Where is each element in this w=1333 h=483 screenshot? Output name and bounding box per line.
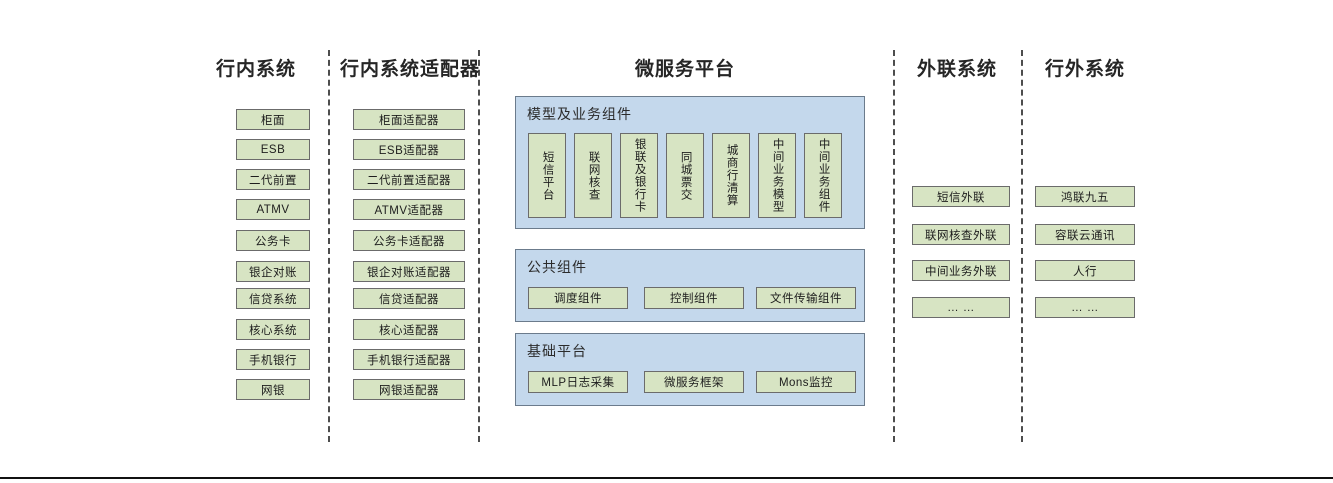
column-title-out-of-bank-systems: 行外系统: [1044, 59, 1125, 80]
node-model-component-7[interactable]: 中间业务组件: [804, 133, 842, 218]
column-separator-1: [328, 50, 330, 442]
node-in-bank-system-4[interactable]: ATMV: [236, 199, 310, 220]
panel-title-base-platform: 基础平台: [527, 343, 587, 359]
node-in-bank-adapter-5[interactable]: 公务卡适配器: [353, 230, 465, 251]
node-in-bank-system-2[interactable]: ESB: [236, 139, 310, 160]
node-model-component-4[interactable]: 同城票交: [666, 133, 704, 218]
node-in-bank-system-8[interactable]: 核心系统: [236, 319, 310, 340]
node-in-bank-system-10[interactable]: 网银: [236, 379, 310, 400]
node-model-component-3-label: 银联及银行卡: [633, 138, 646, 213]
node-out-of-bank-2[interactable]: 容联云通讯: [1035, 224, 1135, 245]
panel-base-platform: [515, 333, 865, 406]
node-in-bank-adapter-4[interactable]: ATMV适配器: [353, 199, 465, 220]
column-title-in-bank-adapters: 行内系统适配器: [340, 59, 481, 80]
node-in-bank-adapter-8[interactable]: 核心适配器: [353, 319, 465, 340]
node-in-bank-adapter-10[interactable]: 网银适配器: [353, 379, 465, 400]
node-external-link-4[interactable]: … …: [912, 297, 1010, 318]
node-model-component-6[interactable]: 中间业务模型: [758, 133, 796, 218]
bottom-divider: [0, 477, 1333, 479]
node-in-bank-system-1[interactable]: 柜面: [236, 109, 310, 130]
node-public-component-1[interactable]: 调度组件: [528, 287, 628, 309]
node-out-of-bank-1[interactable]: 鸿联九五: [1035, 186, 1135, 207]
node-model-component-3[interactable]: 银联及银行卡: [620, 133, 658, 218]
node-in-bank-adapter-7[interactable]: 信贷适配器: [353, 288, 465, 309]
node-model-component-7-label: 中间业务组件: [817, 138, 830, 213]
node-in-bank-adapter-9[interactable]: 手机银行适配器: [353, 349, 465, 370]
node-model-component-6-label: 中间业务模型: [771, 138, 784, 213]
node-in-bank-adapter-1[interactable]: 柜面适配器: [353, 109, 465, 130]
node-in-bank-system-3[interactable]: 二代前置: [236, 169, 310, 190]
node-out-of-bank-3[interactable]: 人行: [1035, 260, 1135, 281]
column-title-in-bank-systems: 行内系统: [215, 59, 296, 80]
panel-title-public-components: 公共组件: [527, 259, 587, 275]
node-model-component-2-label: 联网核查: [587, 150, 600, 201]
node-in-bank-adapter-3[interactable]: 二代前置适配器: [353, 169, 465, 190]
node-public-component-3[interactable]: 文件传输组件: [756, 287, 856, 309]
panel-public-components: [515, 249, 865, 322]
column-title-microservice-platform: 微服务平台: [634, 59, 735, 80]
node-model-component-1[interactable]: 短信平台: [528, 133, 566, 218]
node-in-bank-system-7[interactable]: 信贷系统: [236, 288, 310, 309]
node-base-platform-1[interactable]: MLP日志采集: [528, 371, 628, 393]
node-external-link-1[interactable]: 短信外联: [912, 186, 1010, 207]
node-model-component-4-label: 同城票交: [679, 150, 692, 201]
node-in-bank-adapter-6[interactable]: 银企对账适配器: [353, 261, 465, 282]
node-model-component-2[interactable]: 联网核查: [574, 133, 612, 218]
node-in-bank-adapter-2[interactable]: ESB适配器: [353, 139, 465, 160]
column-separator-4: [1021, 50, 1023, 442]
node-in-bank-system-9[interactable]: 手机银行: [236, 349, 310, 370]
node-base-platform-3[interactable]: Mons监控: [756, 371, 856, 393]
node-model-component-5[interactable]: 城商行清算: [712, 133, 750, 218]
column-separator-2: [478, 50, 480, 442]
column-title-external-link-systems: 外联系统: [916, 59, 997, 80]
node-base-platform-2[interactable]: 微服务框架: [644, 371, 744, 393]
column-separator-3: [893, 50, 895, 442]
node-in-bank-system-6[interactable]: 银企对账: [236, 261, 310, 282]
node-out-of-bank-4[interactable]: … …: [1035, 297, 1135, 318]
node-public-component-2[interactable]: 控制组件: [644, 287, 744, 309]
node-external-link-3[interactable]: 中间业务外联: [912, 260, 1010, 281]
node-external-link-2[interactable]: 联网核查外联: [912, 224, 1010, 245]
node-in-bank-system-5[interactable]: 公务卡: [236, 230, 310, 251]
panel-title-model-and-business-components: 模型及业务组件: [527, 106, 632, 122]
node-model-component-5-label: 城商行清算: [725, 144, 738, 207]
node-model-component-1-label: 短信平台: [541, 150, 554, 201]
